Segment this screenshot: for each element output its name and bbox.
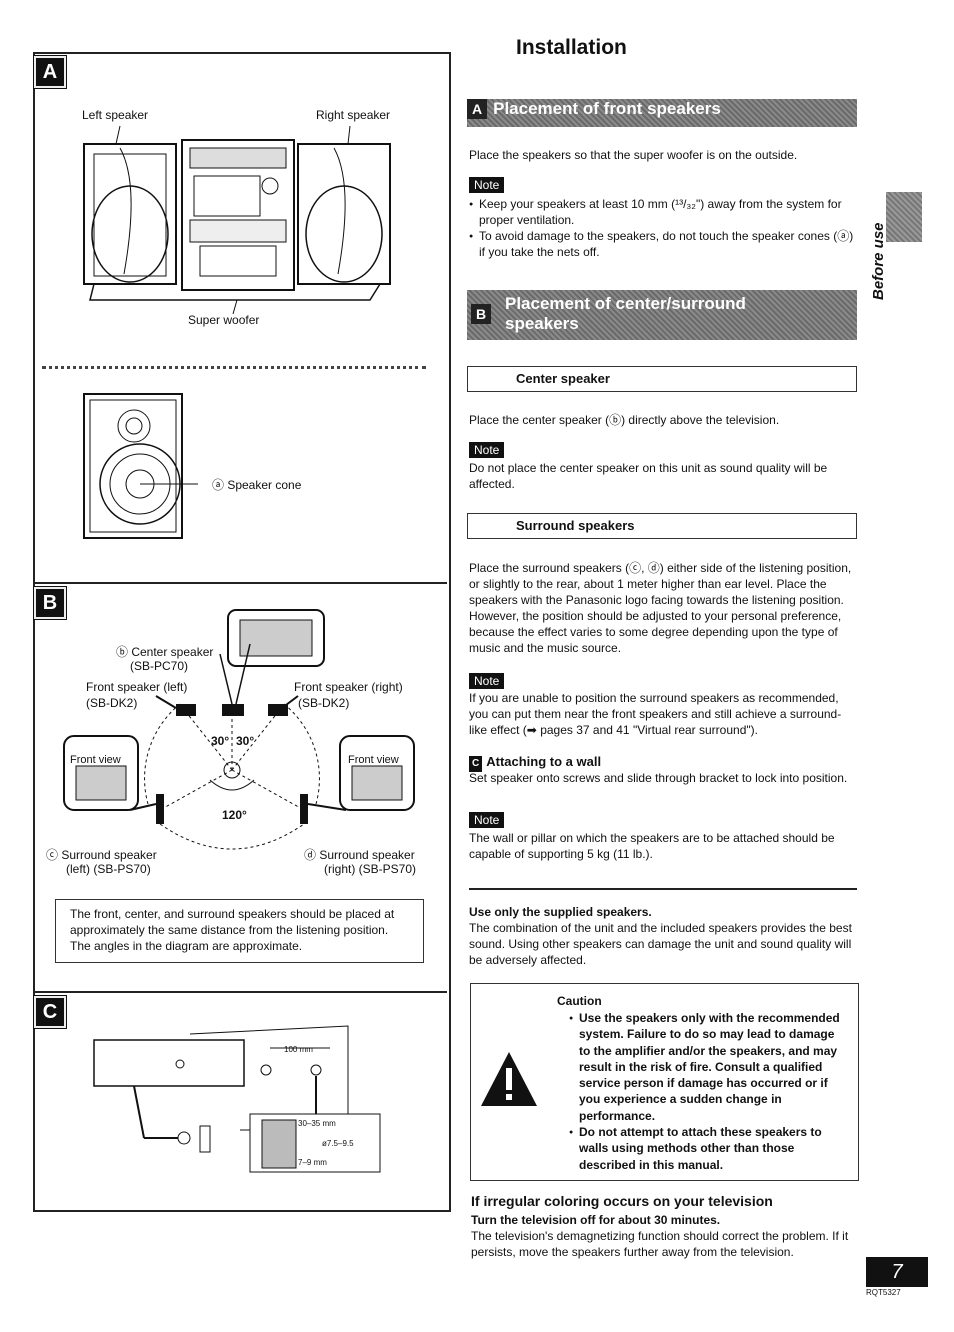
label-surround-left-model: (left) (SB-PS70)	[66, 862, 151, 876]
section-a-heading: A Placement of front speakers	[467, 99, 857, 127]
wall-note-label: Note	[469, 812, 505, 828]
divider-rule	[469, 888, 857, 890]
label-angle-right: 30°	[236, 734, 255, 748]
label-dim-30-35: 30–35 mm	[298, 1119, 336, 1128]
label-surround-left: ⓒ Surround speaker	[46, 848, 157, 862]
label-super-woofer: Super woofer	[188, 313, 260, 327]
center-note-text: Do not place the center speaker on this …	[469, 461, 828, 491]
section-b-tag: B	[471, 304, 492, 324]
wall-mount-illustration	[93, 1025, 381, 1173]
label-dim-100: 100 mm	[284, 1045, 313, 1054]
surround-note-label: Note	[469, 673, 505, 689]
side-tab-block	[886, 192, 922, 242]
label-angle-left: 30°	[211, 734, 230, 748]
figure-tag-c: C	[34, 996, 66, 1028]
center-speaker-text: Place the center speaker (ⓑ) directly ab…	[469, 413, 780, 427]
speaker-placement-diagram	[63, 609, 415, 850]
tv-text: The television's demagnetizing function …	[471, 1229, 849, 1259]
label-surround-right: ⓓ Surround speaker	[304, 848, 415, 862]
supplied-text: The combination of the unit and the incl…	[469, 921, 852, 967]
section-a-note-label: Note	[469, 177, 505, 193]
section-b-title: Placement of center/surround speakers	[505, 294, 746, 333]
wall-title: Attaching to a wall	[486, 754, 602, 769]
caution-item: Use the speakers only with the recommend…	[569, 1010, 849, 1124]
section-a-text: Place the speakers so that the super woo…	[469, 148, 798, 162]
figure-tag-a: A	[34, 56, 66, 88]
doc-code: RQT5327	[866, 1288, 901, 1297]
surround-speakers-text: Place the surround speakers (ⓒ, ⓓ) eithe…	[469, 561, 852, 655]
center-note-label: Note	[469, 442, 505, 458]
label-right-speaker: Right speaker	[316, 108, 391, 122]
tv-subtitle: Turn the television off for about 30 min…	[471, 1213, 721, 1227]
label-surround-right-model: (right) (SB-PS70)	[324, 862, 417, 876]
surround-note-text: If you are unable to position the surrou…	[469, 691, 842, 737]
label-front-left-model: (SB-DK2)	[86, 696, 138, 710]
label-dim-7-9: 7–9 mm	[298, 1158, 327, 1167]
dotted-divider	[42, 366, 426, 369]
label-front-left: Front speaker (left)	[86, 680, 188, 694]
section-a-note-list: Keep your speakers at least 10 mm (¹³/₃₂…	[469, 196, 857, 260]
section-b-heading: B Placement of center/surround speakers	[467, 290, 857, 340]
label-front-view-right: Front view	[348, 754, 399, 766]
page-number: 7	[866, 1257, 928, 1287]
section-a-note-item: Keep your speakers at least 10 mm (¹³/₃₂…	[469, 196, 857, 228]
caution-list: Use the speakers only with the recommend…	[569, 1010, 849, 1173]
wall-text: Set speaker onto screws and slide throug…	[469, 771, 848, 785]
label-front-view-left: Front view	[70, 754, 121, 766]
label-center-model: (SB-PC70)	[130, 659, 189, 673]
tv-title: If irregular coloring occurs on your tel…	[471, 1193, 773, 1209]
label-speaker-cone: ⓐ Speaker cone	[212, 478, 302, 492]
warning-icon	[481, 1052, 537, 1106]
caution-title: Caution	[557, 994, 602, 1008]
side-tab-label: Before use	[870, 222, 887, 300]
figure-divider-bc	[33, 991, 447, 993]
page-title: Installation	[516, 36, 627, 59]
label-dim-7-5: ø7.5–9.5	[322, 1139, 354, 1148]
label-left-speaker: Left speaker	[82, 108, 149, 122]
center-speaker-title: Center speaker	[516, 371, 610, 386]
label-front-right-model: (SB-DK2)	[298, 696, 350, 710]
section-a-title: Placement of front speakers	[493, 99, 721, 118]
figure-tag-b: B	[34, 587, 66, 619]
caution-item: Do not attempt to attach these speakers …	[569, 1124, 849, 1173]
section-a-tag: A	[467, 99, 488, 119]
speaker-cone-illustration	[83, 393, 198, 539]
label-front-right: Front speaker (right)	[294, 680, 403, 694]
stereo-system-illustration	[83, 125, 391, 314]
surround-speakers-box: Surround speakers	[467, 513, 857, 539]
placement-note-box: The front, center, and surround speakers…	[55, 899, 424, 963]
surround-speakers-title: Surround speakers	[516, 518, 635, 533]
label-center-speaker: ⓑ Center speaker	[116, 645, 214, 659]
wall-tag: C	[469, 756, 483, 772]
label-angle-bottom: 120°	[222, 808, 247, 822]
center-speaker-box: Center speaker	[467, 366, 857, 392]
supplied-title: Use only the supplied speakers.	[469, 905, 652, 919]
wall-note-text: The wall or pillar on which the speakers…	[469, 831, 835, 861]
caution-box: Caution Use the speakers only with the r…	[470, 983, 859, 1181]
figure-divider-ab	[33, 582, 447, 584]
section-a-note-item: To avoid damage to the speakers, do not …	[469, 228, 857, 260]
figure-frame	[33, 52, 451, 1212]
